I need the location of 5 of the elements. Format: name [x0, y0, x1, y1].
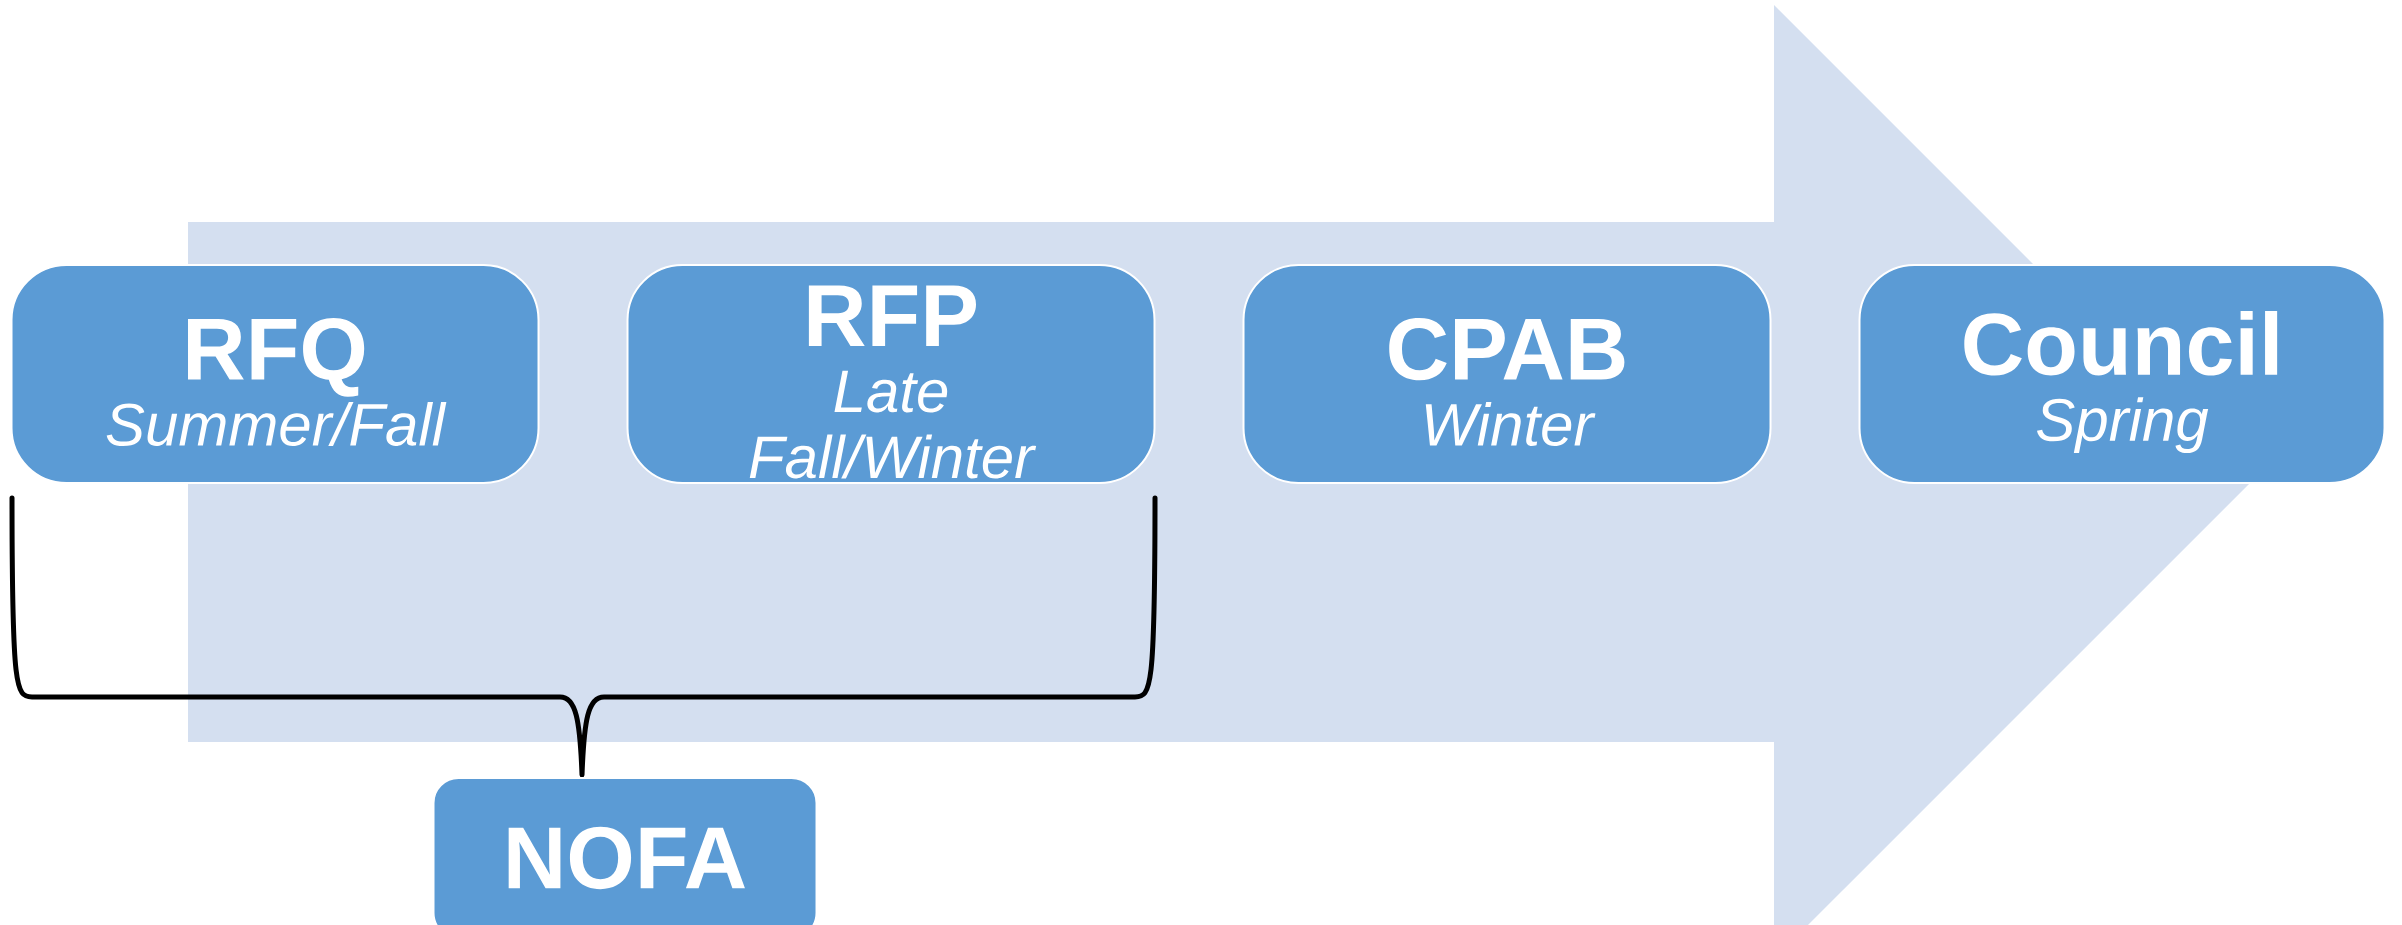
stage-box: RFQ Summer/Fall: [10, 264, 540, 484]
stage-box: Council Spring: [1858, 264, 2386, 484]
stage-box: CPAB Winter: [1242, 264, 1772, 484]
stage-box: NOFA: [432, 777, 818, 925]
stage-box: RFP Late Fall/Winter: [626, 264, 1156, 484]
